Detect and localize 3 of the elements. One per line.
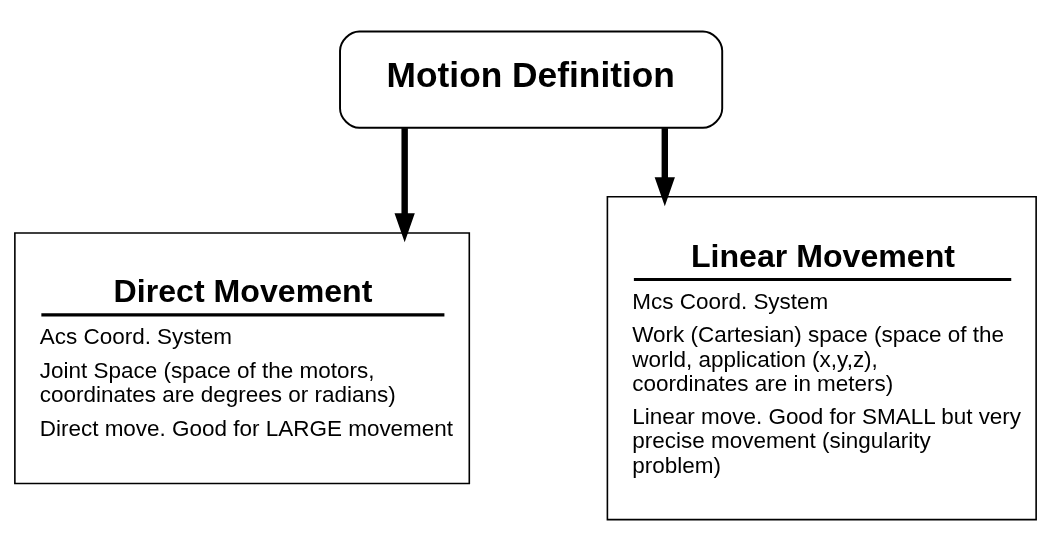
node-box: Motion Definition bbox=[339, 30, 724, 129]
node-box: Direct Movement Acs Coord. System Joint Space (space of the motors, coordinates are degrees or radians) Direct move. Good for LARGE movement bbox=[14, 232, 471, 485]
node-box: Linear Movement Mcs Coord. System Work (Cartesian) space (space of the world, application (x,y,z), coordinates are in meters) Linear move. Good for SMALL but very precise movement (singularity problem) bbox=[606, 196, 1037, 521]
